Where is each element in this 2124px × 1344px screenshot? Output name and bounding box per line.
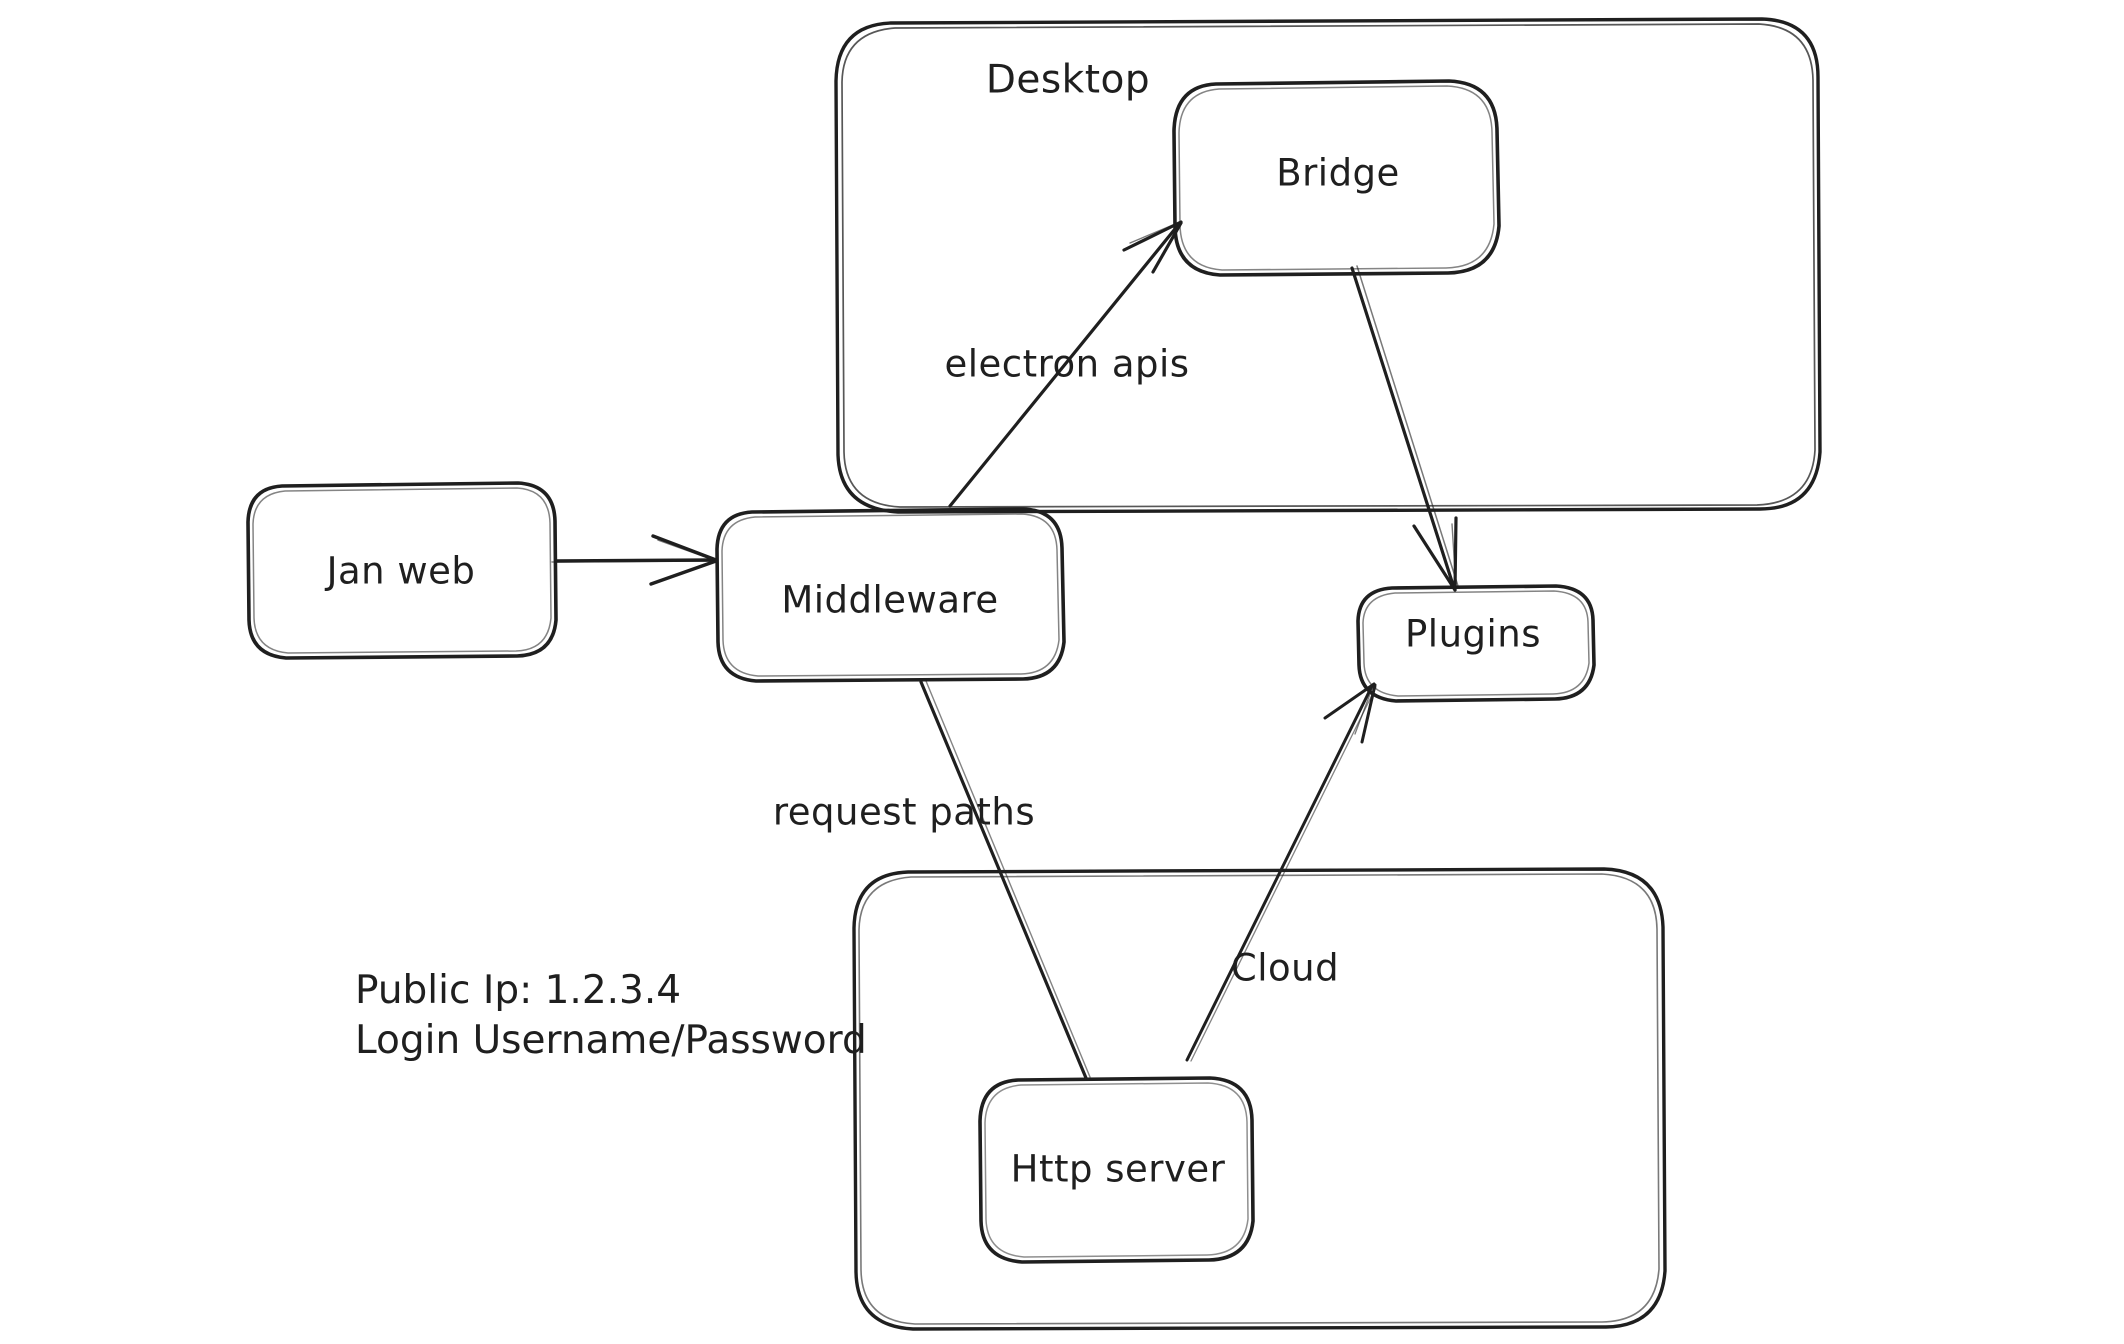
node-plugins-outline (1356, 584, 1596, 703)
node-bridge-outline (1172, 79, 1501, 277)
note-block-credentials: Public Ip: 1.2.3.4 Login Username/Passwo… (355, 966, 867, 1066)
edge-middleware-to-bridge (948, 220, 1183, 508)
group-desktop-outline (834, 17, 1822, 514)
edge-http-server-to-plugins (1185, 682, 1377, 1062)
node-http-server-outline (978, 1076, 1255, 1264)
edge-janweb-to-middleware (551, 534, 718, 586)
node-middleware-outline (715, 507, 1066, 683)
note-public-ip: Public Ip: 1.2.3.4 (355, 968, 682, 1013)
node-jan-web-outline (246, 481, 558, 660)
edge-middleware-to-http-server (919, 680, 1091, 1080)
edge-bridge-to-plugins (1350, 265, 1459, 592)
note-login-credentials: Login Username/Password (355, 1017, 867, 1063)
group-cloud-outline (852, 867, 1667, 1331)
